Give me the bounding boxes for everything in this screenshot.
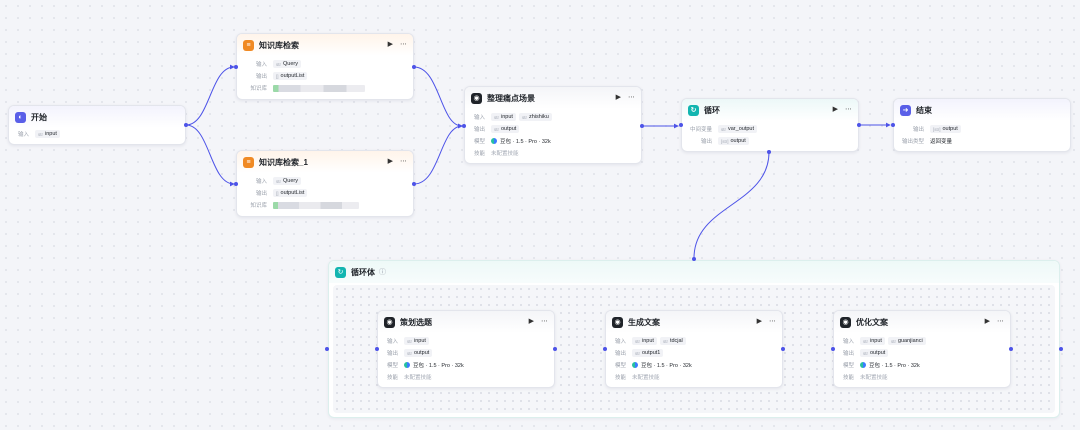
node-end[interactable]: ➜ 结束 输出 [str]output 输出类型 返回变量 xyxy=(893,98,1071,152)
port-kb1-out[interactable] xyxy=(412,65,416,69)
more-icon[interactable]: ⋯ xyxy=(400,41,407,48)
port-body-end[interactable] xyxy=(1059,347,1063,351)
start-icon: ◐ xyxy=(15,111,26,123)
more-icon[interactable]: ⋯ xyxy=(541,318,548,325)
redacted-knowledge-base xyxy=(273,84,365,92)
info-icon[interactable]: ⓘ xyxy=(379,269,386,276)
port-plan-in[interactable] xyxy=(375,347,379,351)
more-icon[interactable]: ⋯ xyxy=(400,158,407,165)
run-icon[interactable]: ▶ xyxy=(756,318,762,325)
port-organize-out[interactable] xyxy=(640,124,644,128)
doubao-model-icon xyxy=(632,362,638,368)
port-kb2-out[interactable] xyxy=(412,182,416,186)
port-loop-body-out[interactable] xyxy=(767,150,771,154)
port-optimize-out[interactable] xyxy=(1009,347,1013,351)
port-end-in[interactable] xyxy=(891,123,895,127)
port-organize-in[interactable] xyxy=(462,124,466,128)
run-icon[interactable]: ▶ xyxy=(832,106,838,113)
run-icon[interactable]: ▶ xyxy=(615,94,621,101)
more-icon[interactable]: ⋯ xyxy=(769,318,776,325)
edge-kb2-organize xyxy=(413,123,463,185)
run-icon[interactable]: ▶ xyxy=(528,318,534,325)
port-loop-out[interactable] xyxy=(857,123,861,127)
port-plan-out[interactable] xyxy=(553,347,557,351)
port-start-out[interactable] xyxy=(184,123,188,127)
port-body-start[interactable] xyxy=(325,347,329,351)
more-icon[interactable]: ⋯ xyxy=(997,318,1004,325)
more-icon[interactable]: ⋯ xyxy=(628,94,635,101)
redacted-knowledge-base xyxy=(273,201,359,209)
more-icon[interactable]: ⋯ xyxy=(845,106,852,113)
edge-start-kb1 xyxy=(185,64,235,126)
end-icon: ➜ xyxy=(900,104,911,116)
port-body-in[interactable] xyxy=(692,257,696,261)
port-optimize-in[interactable] xyxy=(831,347,835,351)
port-kb2-in[interactable] xyxy=(234,182,238,186)
doubao-model-icon xyxy=(404,362,410,368)
llm-icon: ◉ xyxy=(384,316,395,328)
port-generate-in[interactable] xyxy=(603,347,607,351)
llm-icon: ◉ xyxy=(612,316,623,328)
run-icon[interactable]: ▶ xyxy=(387,41,393,48)
run-icon[interactable]: ▶ xyxy=(387,158,393,165)
port-generate-out[interactable] xyxy=(781,347,785,351)
run-icon[interactable]: ▶ xyxy=(984,318,990,325)
llm-icon: ◉ xyxy=(471,92,482,104)
loop-icon: ↻ xyxy=(688,104,699,116)
edge-kb1-organize xyxy=(413,66,463,129)
doubao-model-icon xyxy=(860,362,866,368)
doubao-model-icon xyxy=(491,138,497,144)
edge-loop-body xyxy=(693,151,770,259)
loop-icon: ↻ xyxy=(335,266,346,278)
knowledge-base-icon: ≡ xyxy=(243,156,254,168)
port-loop-in[interactable] xyxy=(679,123,683,127)
knowledge-base-icon: ≡ xyxy=(243,39,254,51)
llm-icon: ◉ xyxy=(840,316,851,328)
port-kb1-in[interactable] xyxy=(234,65,238,69)
edge-start-kb2 xyxy=(185,124,235,187)
